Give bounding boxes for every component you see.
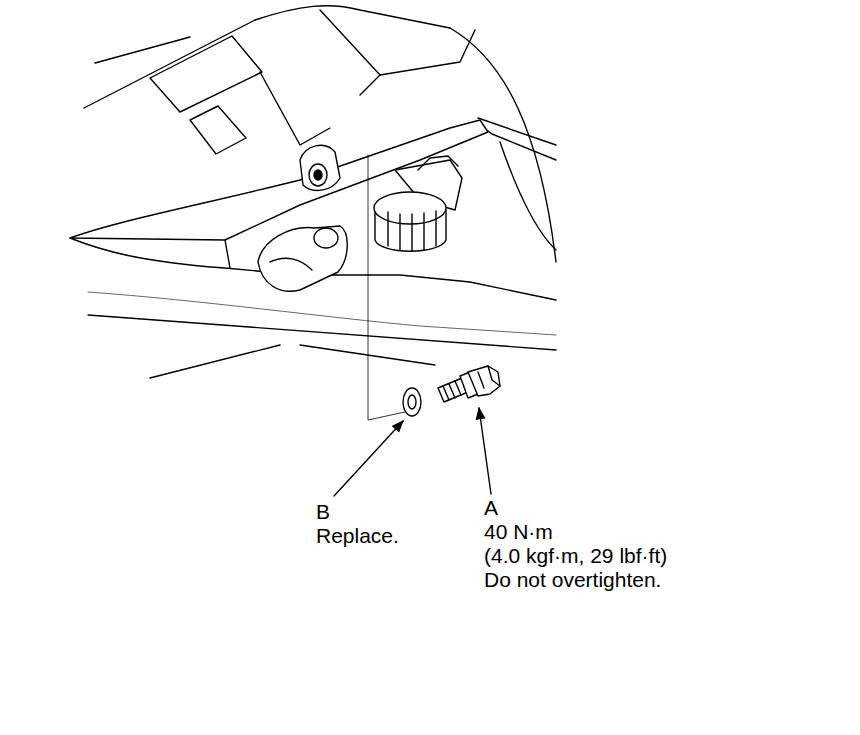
note-text: Do not overtighten. [484,568,661,592]
note-text: Replace. [316,524,399,548]
callout-letter: B [316,500,330,524]
torque-spec: (4.0 kgf·m, 29 lbf·ft) [484,544,667,568]
torque-spec: 40 N·m [484,520,553,544]
callout-letter: A [484,496,498,520]
